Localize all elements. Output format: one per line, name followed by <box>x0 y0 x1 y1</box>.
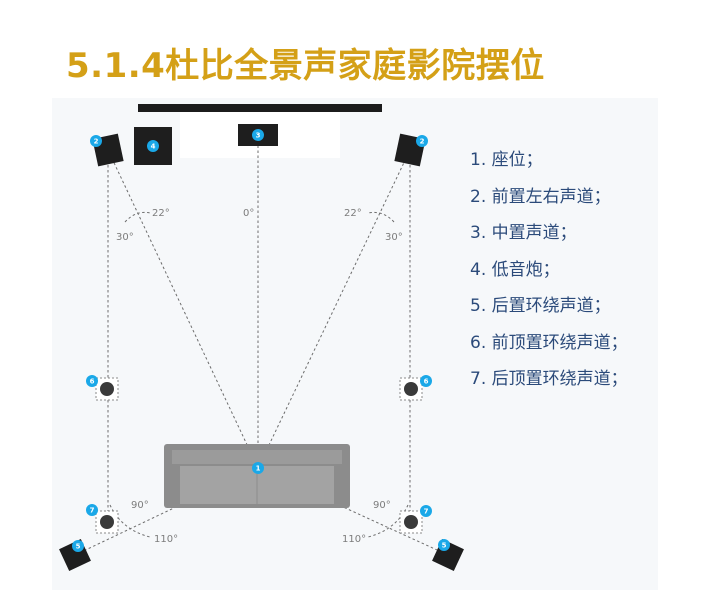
legend-item-seat: 1. 座位； <box>470 150 543 170</box>
legend-item-rear-surround: 5. 后置环绕声道； <box>470 296 611 316</box>
svg-text:1: 1 <box>256 465 261 473</box>
badge-front-left: 2 <box>90 135 102 147</box>
svg-text:4: 4 <box>151 143 156 151</box>
front-left-line <box>107 149 259 469</box>
badge-top-front-left: 6 <box>86 375 98 387</box>
legend-item-subwoofer: 4. 低音炮； <box>470 259 560 280</box>
svg-text:5: 5 <box>442 542 447 550</box>
badge-top-rear-left: 7 <box>86 504 98 516</box>
badge-rear-right: 5 <box>438 539 450 551</box>
svg-text:2: 2 <box>420 138 425 146</box>
sight-lines <box>74 136 449 556</box>
angle-arc-front-right <box>367 211 395 223</box>
top-front-right-speaker <box>399 377 423 401</box>
angle-arc-front-left <box>124 211 151 223</box>
sofa-backrest <box>172 450 342 464</box>
angle-front-left-inner: 22° <box>152 208 170 219</box>
angle-front-left-outer: 30° <box>116 232 134 243</box>
diagram-background <box>52 98 658 590</box>
top-rear-right-speaker <box>399 510 423 534</box>
legend-item-front-lr: 2. 前置左右声道； <box>470 186 611 207</box>
top-rear-left-speaker <box>95 510 119 534</box>
badge-subwoofer: 4 <box>147 140 159 152</box>
sofa <box>164 444 350 508</box>
tv-screen <box>138 104 382 112</box>
svg-text:7: 7 <box>424 508 429 516</box>
angle-rear-right-back: 110° <box>342 534 366 545</box>
page-title: 5.1.4杜比全景声家庭影院摆位 <box>66 46 545 86</box>
legend-item-top-front: 6. 前顶置环绕声道； <box>470 332 628 353</box>
angle-rear-left-back: 110° <box>154 534 178 545</box>
badge-center: 3 <box>252 129 264 141</box>
svg-text:5: 5 <box>76 543 81 551</box>
badge-top-rear-right: 7 <box>420 505 432 517</box>
angle-arc-rear-right <box>367 504 409 538</box>
angle-rear-right-side: 90° <box>373 500 391 511</box>
svg-text:3: 3 <box>256 132 261 140</box>
svg-text:6: 6 <box>424 378 429 386</box>
rear-left-line <box>74 467 259 556</box>
top-front-left-speaker <box>95 377 119 401</box>
badge-front-right: 2 <box>416 135 428 147</box>
angle-arc-rear-left <box>109 504 151 538</box>
angle-rear-left-side: 90° <box>131 500 149 511</box>
legend-list: 1. 座位； 2. 前置左右声道； 3. 中置声道； 4. 低音炮； 5. 后置… <box>470 146 628 402</box>
angle-center: 0° <box>243 208 254 219</box>
badge-seat: 1 <box>252 462 264 474</box>
svg-text:6: 6 <box>90 378 95 386</box>
panel-margin <box>658 98 720 590</box>
angle-front-right-outer: 30° <box>385 232 403 243</box>
legend-item-top-rear: 7. 后顶置环绕声道； <box>470 369 628 389</box>
front-right-line <box>257 149 411 469</box>
svg-text:7: 7 <box>90 507 95 515</box>
svg-text:2: 2 <box>94 138 99 146</box>
badge-top-front-right: 6 <box>420 375 432 387</box>
angle-front-right-inner: 22° <box>344 208 362 219</box>
badge-rear-left: 5 <box>72 540 84 552</box>
legend-item-center: 3. 中置声道； <box>470 223 577 243</box>
